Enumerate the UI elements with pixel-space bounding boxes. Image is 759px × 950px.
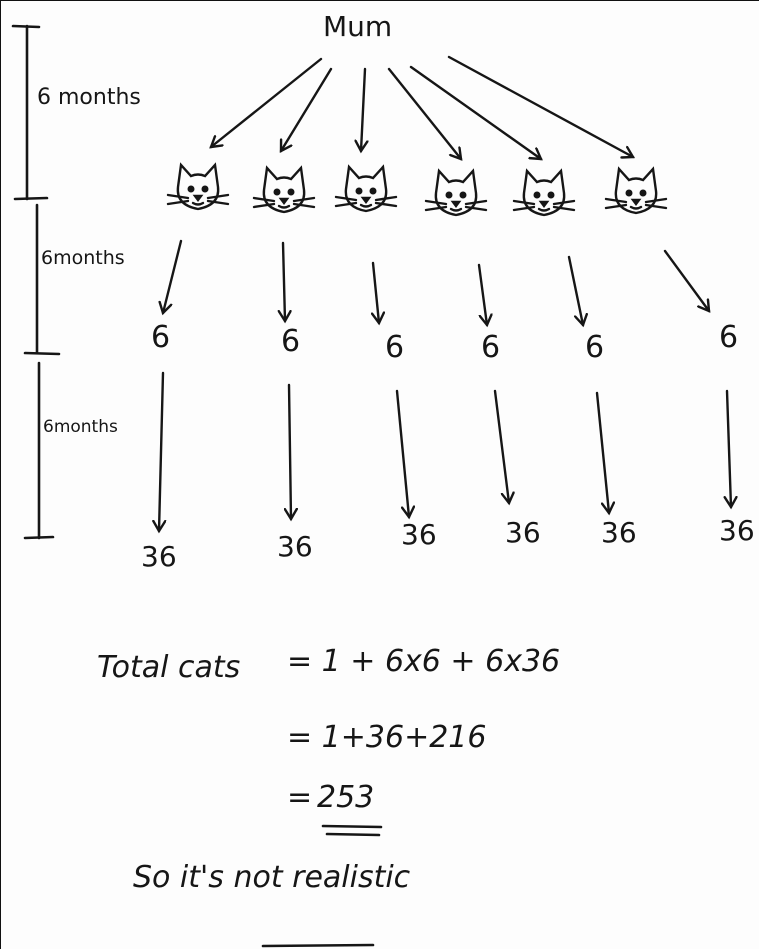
gen3-count: 36 bbox=[719, 514, 755, 547]
cat-face-icon bbox=[604, 167, 668, 215]
gen3-count: 36 bbox=[401, 518, 437, 551]
cat-face-icon bbox=[252, 166, 316, 214]
arrow bbox=[163, 239, 183, 313]
total-label: Total cats bbox=[97, 650, 241, 685]
cat-face-icon bbox=[166, 163, 230, 211]
timeline-tick bbox=[23, 351, 61, 356]
arrows-six-to-thirtysix bbox=[159, 371, 731, 531]
timeline-tick bbox=[13, 196, 49, 201]
equation-line-2: = 1+36+216 bbox=[287, 720, 487, 755]
gen2-count: 6 bbox=[385, 330, 405, 365]
timeline-scale bbox=[11, 24, 61, 540]
equation-line-3-prefix: = bbox=[287, 780, 313, 815]
arrow bbox=[447, 55, 633, 157]
arrow bbox=[493, 389, 509, 503]
arrow bbox=[595, 391, 609, 513]
arrow bbox=[211, 57, 323, 147]
bottom-underline bbox=[261, 943, 375, 948]
gen2-count: 6 bbox=[281, 324, 301, 359]
period-label-1: 6 months bbox=[37, 85, 141, 110]
conclusion-text: So it's not realistic bbox=[133, 860, 411, 895]
period-label-2: 6months bbox=[41, 247, 125, 269]
arrow bbox=[159, 371, 163, 531]
gen2-count: 6 bbox=[719, 320, 739, 355]
timeline-tick bbox=[11, 24, 41, 29]
arrow bbox=[409, 65, 541, 159]
gen2-count: 6 bbox=[585, 330, 605, 365]
gen3-count: 36 bbox=[277, 530, 313, 563]
arrows-cats-to-six bbox=[163, 239, 709, 325]
arrow bbox=[387, 67, 461, 159]
result-value: 253 bbox=[317, 780, 375, 815]
arrow bbox=[283, 241, 285, 321]
arrow bbox=[567, 255, 583, 325]
cat-face-icon bbox=[424, 169, 488, 217]
arrows-mum-to-cats bbox=[211, 55, 633, 159]
gen3-count: 36 bbox=[141, 540, 177, 573]
arrow bbox=[281, 67, 333, 151]
arrow bbox=[361, 67, 365, 151]
gen2-count: 6 bbox=[151, 320, 171, 355]
arrow bbox=[373, 261, 379, 323]
arrow bbox=[477, 263, 487, 325]
gen2-count: 6 bbox=[481, 330, 501, 365]
cat-face-icon bbox=[512, 169, 576, 217]
period-label-3: 6months bbox=[43, 417, 118, 437]
root-label: Mum bbox=[323, 10, 393, 43]
equation-line-1: = 1 + 6x6 + 6x36 bbox=[287, 644, 561, 679]
gen3-count: 36 bbox=[601, 516, 637, 549]
gen3-count: 36 bbox=[505, 516, 541, 549]
arrow bbox=[727, 389, 731, 507]
arrow bbox=[663, 249, 709, 311]
timeline-tick bbox=[23, 535, 55, 540]
arrow bbox=[289, 383, 291, 519]
result-double-underline bbox=[321, 824, 383, 837]
cat-face-icon bbox=[334, 165, 398, 213]
arrow bbox=[395, 389, 409, 517]
